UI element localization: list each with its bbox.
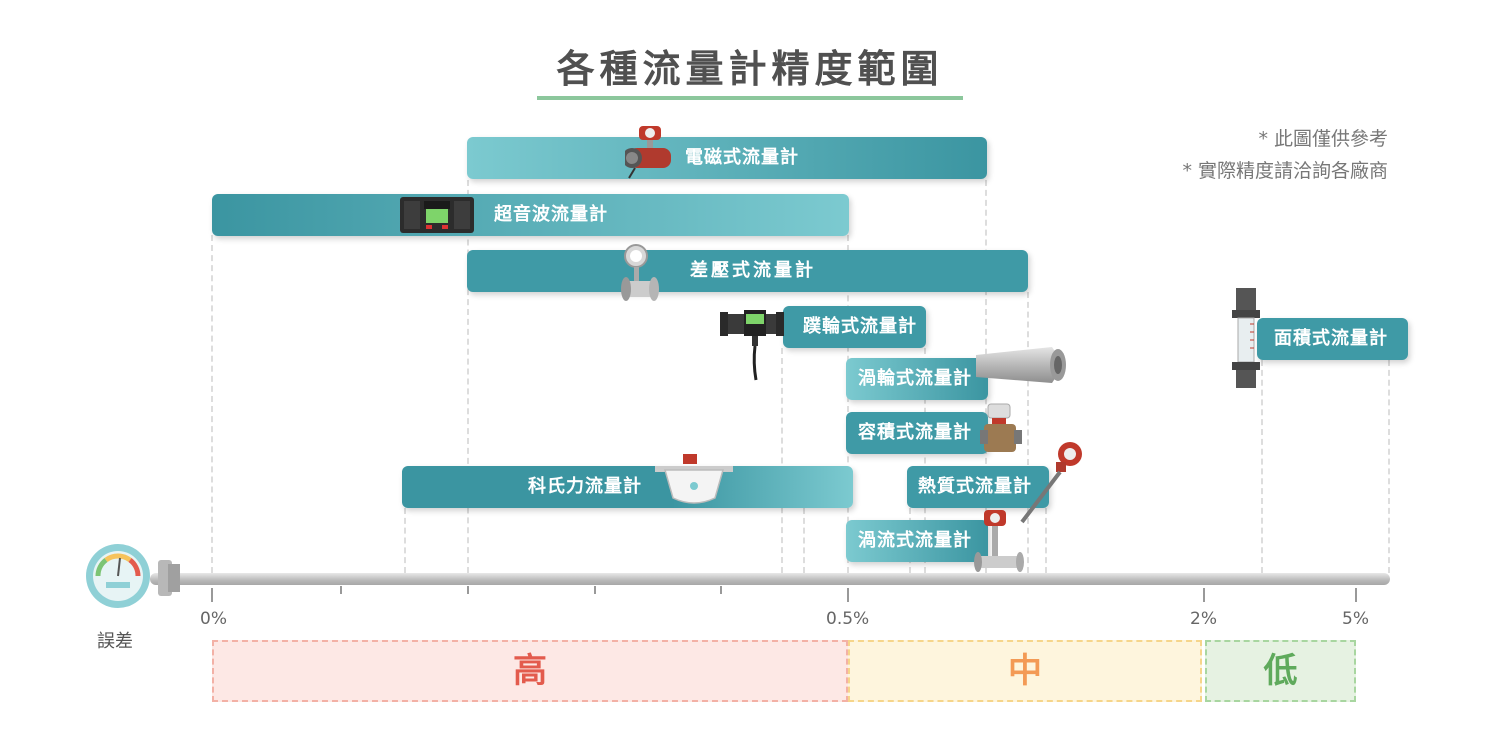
electromagnetic-meter-icon [625, 126, 671, 179]
label-paddle-wheel: 蹼輪式流量計 [803, 316, 917, 337]
bar-paddle-wheel: 蹼輪式流量計 [783, 306, 926, 348]
guide-line [211, 235, 213, 573]
tick-minor [594, 586, 596, 594]
axis-label: 誤差 [97, 631, 133, 652]
zone-mid: 中 [848, 640, 1202, 702]
label-thermal-mass: 熱質式流量計 [918, 476, 1032, 497]
guide-line [847, 235, 849, 573]
error-axis [150, 573, 1390, 585]
guide-line [1261, 360, 1263, 573]
tick-label-5: 5% [1342, 609, 1369, 629]
tick-minor [720, 586, 722, 594]
bar-differential-pressure: 差壓式流量計 [467, 250, 1028, 292]
note-contact: * 實際精度請洽詢各廠商 [1182, 160, 1388, 182]
label-differential-pressure: 差壓式流量計 [690, 260, 816, 281]
bar-coriolis: 科氏力流量計 [402, 466, 853, 508]
label-variable-area: 面積式流量計 [1274, 328, 1388, 349]
bar-variable-area: 面積式流量計 [1257, 318, 1408, 360]
bar-electromagnetic: 電磁式流量計 [467, 137, 987, 179]
label-ultrasonic: 超音波流量計 [494, 204, 608, 225]
guide-line [467, 180, 469, 573]
ultrasonic-meter-icon [400, 197, 474, 233]
bar-turbine: 渦輪式流量計 [846, 358, 988, 400]
tick-minor [467, 586, 469, 594]
guide-line [803, 508, 805, 573]
page-title: 各種流量計精度範圍 [556, 47, 944, 91]
tick-minor [340, 586, 342, 594]
coriolis-meter-icon [655, 454, 733, 504]
paddle-meter-icon [720, 310, 784, 381]
note-reference: * 此圖僅供參考 [1258, 128, 1388, 150]
bar-ultrasonic: 超音波流量計 [212, 194, 849, 236]
tick-label-0-5: 0.5% [826, 609, 870, 629]
label-coriolis: 科氏力流量計 [528, 476, 642, 497]
guide-line [1388, 360, 1390, 573]
zone-high: 高 [212, 640, 848, 702]
guide-line [1045, 508, 1047, 573]
tick-label-2: 2% [1190, 609, 1217, 629]
zone-low: 低 [1205, 640, 1356, 702]
guide-line [1027, 292, 1029, 573]
guide-line [924, 348, 926, 573]
vortex-meter-icon [974, 510, 1024, 572]
gauge-icon [86, 544, 180, 608]
label-vortex: 渦流式流量計 [858, 530, 972, 551]
tick-label-0: 0% [200, 609, 227, 629]
turbine-meter-icon [976, 347, 1066, 383]
bar-positive-displacement: 容積式流量計 [846, 412, 988, 454]
title-underline [537, 96, 963, 100]
tick-major [847, 588, 849, 602]
thermal-meter-icon [1020, 442, 1082, 524]
label-electromagnetic: 電磁式流量計 [685, 147, 799, 168]
guide-line [404, 508, 406, 573]
pd-meter-icon [980, 403, 1022, 452]
bar-thermal-mass: 熱質式流量計 [907, 466, 1049, 508]
label-positive-displacement: 容積式流量計 [858, 422, 972, 443]
tick-major [1355, 588, 1357, 602]
label-turbine: 渦輪式流量計 [858, 368, 972, 389]
tick-major [211, 588, 213, 602]
bar-vortex: 渦流式流量計 [846, 520, 988, 562]
guide-line [781, 348, 783, 573]
tick-major [1203, 588, 1205, 602]
dp-meter-icon [621, 244, 659, 301]
rotameter-icon [1232, 288, 1260, 388]
